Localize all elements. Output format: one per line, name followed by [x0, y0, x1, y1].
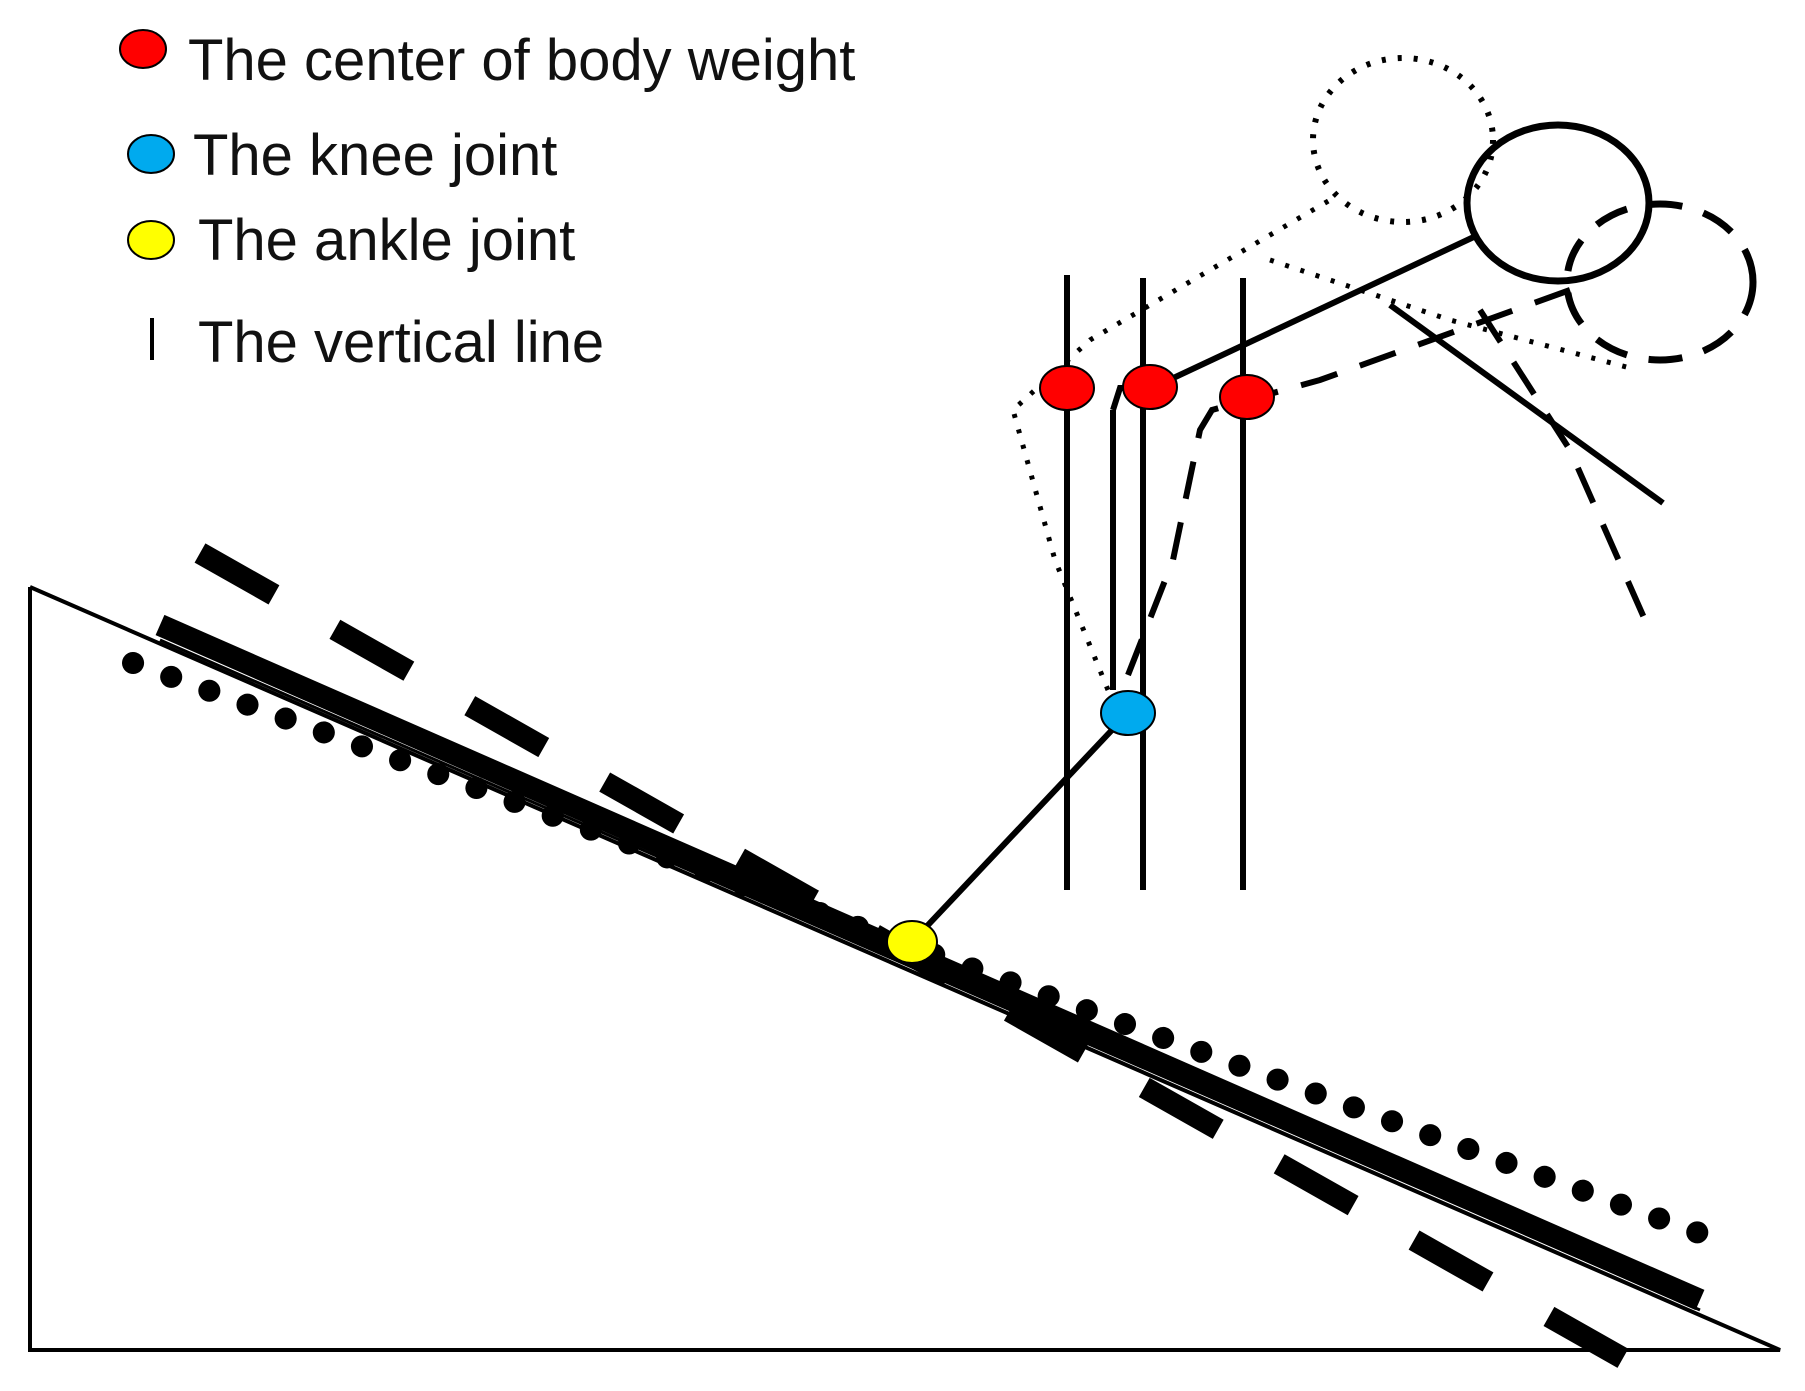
- slope-triangle: [28, 585, 1781, 1352]
- ankle-joint-point: [886, 920, 938, 964]
- solid-trunk: [1150, 232, 1480, 391]
- center-of-weight-point: [1122, 364, 1178, 410]
- legend-vertical-line-label: The vertical line: [198, 310, 604, 375]
- dotted-head: [1310, 55, 1496, 225]
- solid-arm: [1388, 302, 1665, 506]
- dotted-trunk: [1010, 197, 1332, 691]
- center-of-weight-markers: [1039, 364, 1275, 420]
- knee-joint-point: [1100, 690, 1156, 736]
- board-dotted: [122, 652, 1721, 1248]
- dashed-trunk: [1125, 287, 1572, 677]
- legend: The center of body weight The knee joint…: [119, 28, 855, 375]
- legend-knee-joint-marker: [127, 134, 175, 174]
- legend-ankle-joint-label: The ankle joint: [198, 208, 575, 273]
- figure-dashed: [1125, 200, 1757, 677]
- legend-knee-joint-label: The knee joint: [193, 123, 557, 188]
- figure-solid: [1110, 121, 1665, 506]
- dashed-arm: [1477, 308, 1648, 622]
- shank-segment: [909, 710, 1131, 945]
- center-of-weight-point: [1039, 365, 1095, 411]
- dashed-head: [1563, 200, 1757, 364]
- center-of-weight-point: [1219, 374, 1275, 420]
- figure-dotted: [1010, 55, 1631, 691]
- legend-center-of-body-weight-label: The center of body weight: [188, 28, 855, 93]
- legend-ankle-joint-marker: [127, 220, 175, 260]
- solid-head: [1463, 121, 1653, 285]
- legend-center-of-body-weight-marker: [119, 29, 167, 69]
